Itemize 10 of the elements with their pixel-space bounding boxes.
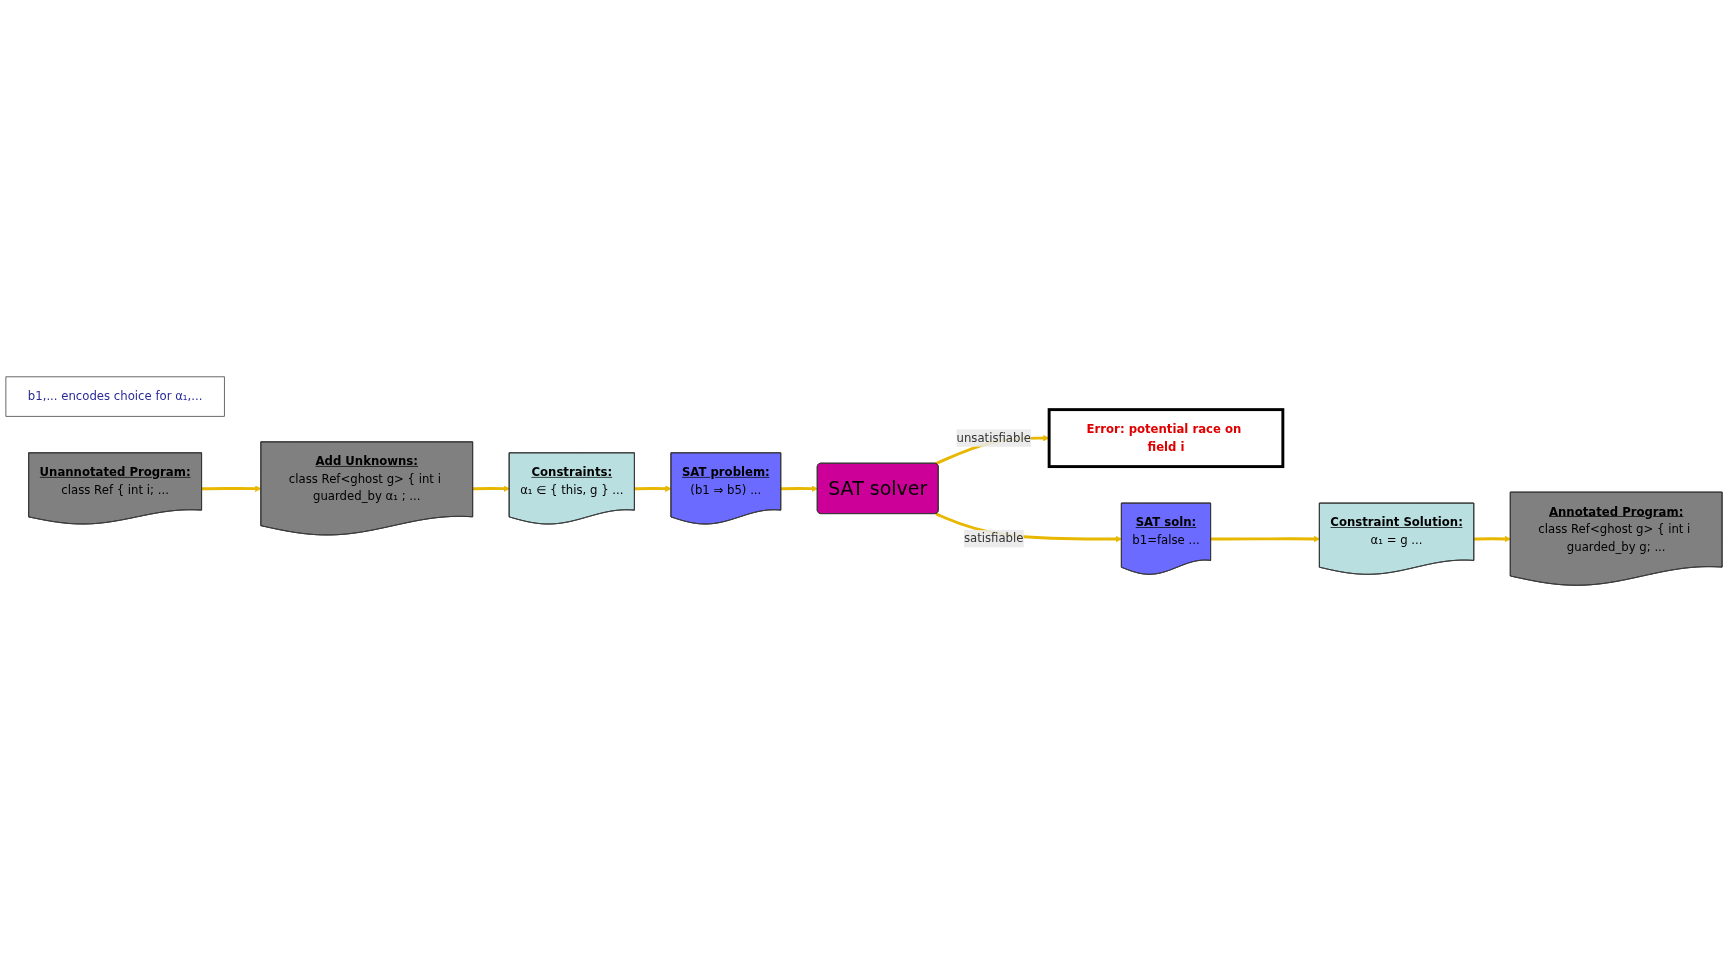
node-box: b1,... encodes choice for α₁,... (5, 376, 225, 417)
node-box: Error: potential race on field i (1047, 408, 1285, 468)
edge-label: unsatisfiable (956, 430, 1031, 445)
arrow (1474, 535, 1511, 543)
arrow (1210, 535, 1321, 543)
arrow (473, 485, 510, 492)
arrow (201, 485, 262, 492)
arrow (634, 485, 672, 492)
arrow (781, 485, 818, 492)
edge-label: satisfiable (963, 531, 1024, 546)
